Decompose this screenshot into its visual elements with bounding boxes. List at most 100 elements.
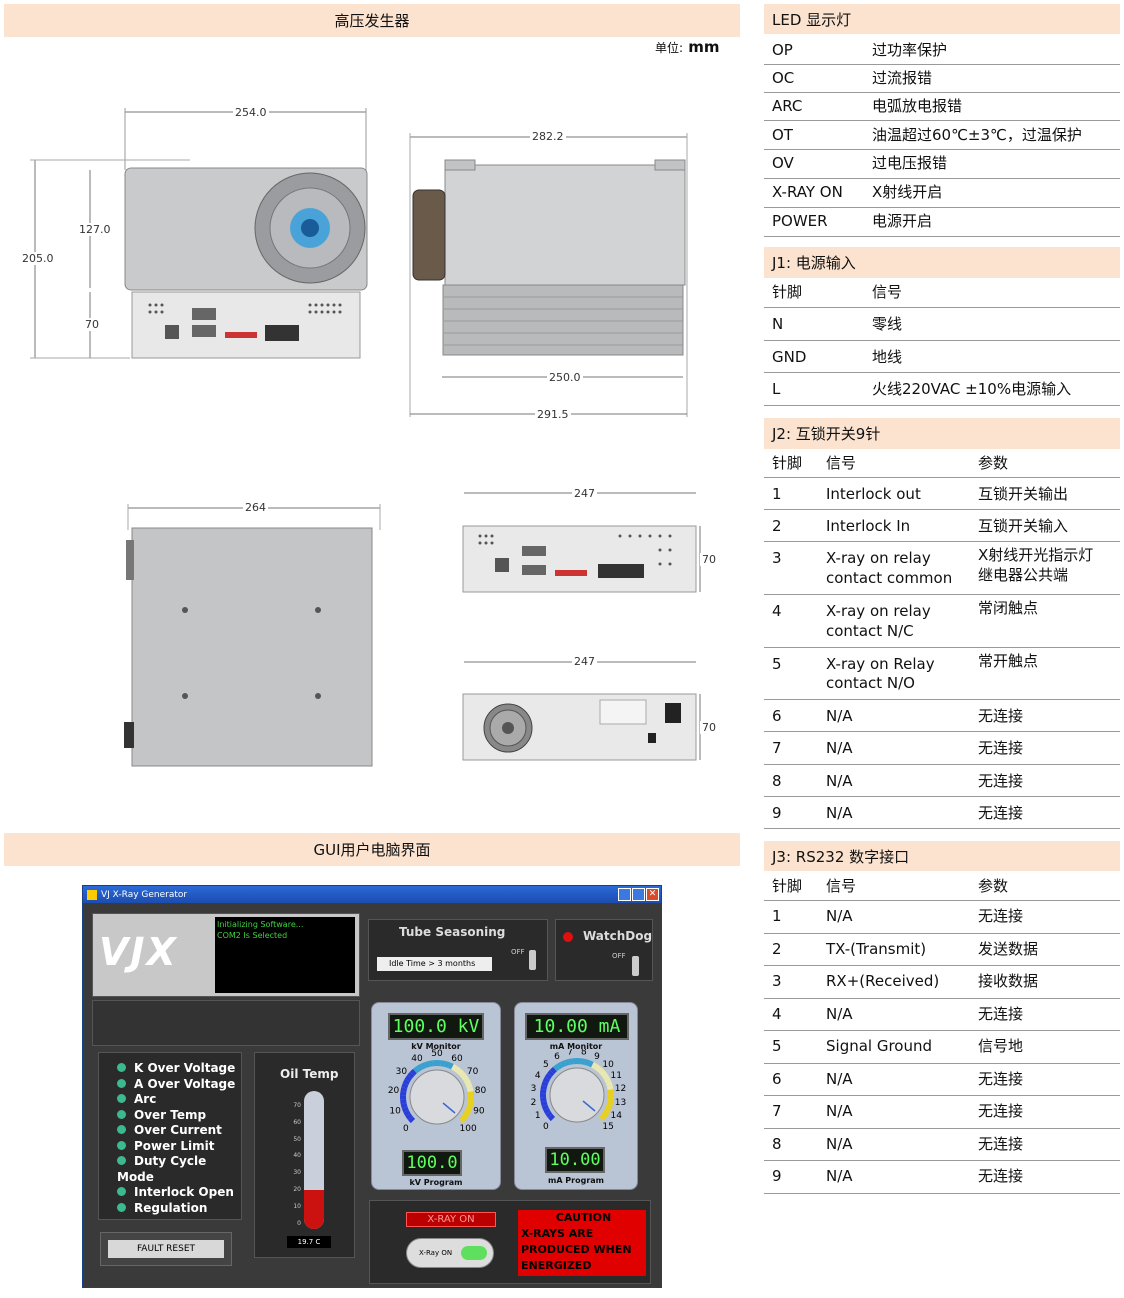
j3-head-pin: 针脚 — [772, 877, 803, 895]
ma-scale-arc — [606, 1084, 614, 1091]
j2-pin: 1 — [772, 485, 782, 503]
maximize-icon[interactable] — [632, 888, 645, 901]
xray-on-led-icon — [461, 1246, 487, 1260]
fault-led-icon — [117, 1078, 126, 1088]
j1-pin: GND — [772, 348, 807, 366]
j2-title: J2: 互锁开关9针 — [772, 425, 881, 443]
ma-scale-arc — [541, 1080, 549, 1087]
ma-tick-label: 5 — [543, 1060, 549, 1070]
ma-tick-label: 6 — [554, 1052, 560, 1062]
idle-time-select[interactable]: Idle Time > 3 months — [377, 957, 492, 971]
fault-led-icon — [117, 1156, 126, 1165]
generator-header: 高压发生器 — [4, 4, 740, 37]
tube-toggle[interactable] — [529, 950, 536, 970]
j2-head-signal: 信号 — [826, 454, 857, 472]
ma-scale-arc — [542, 1076, 550, 1084]
ma-program-label: mA Program — [547, 1176, 605, 1185]
led-code: POWER — [772, 212, 828, 230]
j3-signal: N/A — [826, 1135, 853, 1153]
j1-head-row: 针脚信号 — [764, 278, 1120, 308]
xray-panel: X-RAY ON X-Ray ON CAUTION X-RAYS ARE PRO… — [369, 1200, 651, 1284]
xray-on-button[interactable]: X-Ray ON — [406, 1238, 494, 1268]
ma-tick-label: 4 — [535, 1071, 541, 1081]
caution-line: ENERGIZED — [521, 1259, 592, 1272]
j3-title: J3: RS232 数字接口 — [772, 847, 910, 866]
ma-tick-label: 7 — [567, 1049, 573, 1058]
led-code: X-RAY ON — [772, 183, 843, 201]
fault-reset-button[interactable]: FAULT RESET — [100, 1232, 232, 1266]
log-console: Initializing Software... COM2 Is Selecte… — [215, 917, 355, 993]
close-icon[interactable]: ✕ — [646, 888, 659, 901]
top-view-svg — [124, 504, 381, 767]
j2-header: J2: 互锁开关9针 — [764, 418, 1120, 449]
front-view-svg — [30, 108, 368, 359]
ma-scale-arc — [540, 1101, 548, 1107]
led-code: OV — [772, 154, 794, 172]
fault-led-icon — [117, 1140, 126, 1150]
ma-tick-label: 15 — [602, 1122, 613, 1132]
ma-tick-label: 11 — [610, 1071, 621, 1081]
thermometer — [304, 1091, 324, 1229]
fault-led-icon — [117, 1202, 126, 1212]
oil-tick: 0 — [297, 1219, 301, 1227]
caution-line: CAUTION — [555, 1211, 612, 1224]
ma-scale-arc — [564, 1059, 570, 1066]
fault-item: Power Limit — [117, 1139, 241, 1155]
j2-pin: 3 — [772, 549, 782, 567]
j3-pin: 9 — [772, 1167, 782, 1185]
caution-line: PRODUCED WHEN — [521, 1243, 632, 1256]
watchdog-toggle[interactable] — [632, 956, 639, 976]
oil-temp-value: 19.7 C — [287, 1236, 331, 1248]
kv-knob-body[interactable] — [409, 1069, 465, 1125]
panel1-svg — [462, 492, 701, 593]
j2-head-param: 参数 — [978, 454, 1009, 472]
kv-tick-label: 20 — [388, 1086, 400, 1096]
dim-top-view: 264 — [243, 501, 268, 514]
ma-tick-label: 2 — [531, 1098, 537, 1108]
kv-scale-arc — [466, 1103, 474, 1109]
kv-program-input[interactable]: 100.0 — [402, 1150, 462, 1176]
j3-param: 信号地 — [978, 1037, 1024, 1055]
log-line: Initializing Software... — [217, 920, 304, 929]
j3-pin: 5 — [772, 1037, 782, 1055]
j2-pin: 7 — [772, 739, 782, 757]
ma-program-input[interactable]: 10.00 — [545, 1147, 605, 1173]
kv-tick-label: 100 — [460, 1124, 477, 1134]
kv-monitor-label: kV Monitor — [411, 1042, 461, 1051]
j2-signal-line2: contact common — [826, 569, 953, 587]
ma-scale-arc — [591, 1062, 598, 1070]
minimize-icon[interactable] — [618, 888, 631, 901]
ma-scale-arc — [541, 1104, 549, 1111]
unit-text: 单位: — [655, 41, 684, 55]
j2-signal: N/A — [826, 707, 853, 725]
led-desc: 过功率保护 — [872, 41, 948, 59]
j3-signal: N/A — [826, 1167, 853, 1185]
fault-item: Interlock Open — [117, 1185, 241, 1201]
oil-tick: 40 — [293, 1152, 301, 1160]
ma-knob-body[interactable] — [549, 1067, 605, 1123]
ma-scale-arc — [580, 1058, 586, 1065]
kv-tick-label: 90 — [473, 1107, 485, 1117]
kv-scale-arc — [401, 1106, 409, 1113]
thermometer-fill — [304, 1190, 324, 1229]
side-view-svg — [409, 133, 688, 417]
tube-seasoning-panel: Tube Seasoning Idle Time > 3 months OFF — [368, 919, 548, 981]
led-title: LED 显示灯 — [772, 10, 852, 29]
kv-tick-label: 0 — [403, 1124, 409, 1134]
ma-tick-label: 8 — [581, 1049, 587, 1058]
logo-panel: VJX Initializing Software... COM2 Is Sel… — [92, 913, 360, 997]
j3-head-row: 针脚信号参数 — [764, 871, 1120, 901]
j3-pin: 4 — [772, 1005, 782, 1023]
j3-signal: N/A — [826, 1070, 853, 1088]
